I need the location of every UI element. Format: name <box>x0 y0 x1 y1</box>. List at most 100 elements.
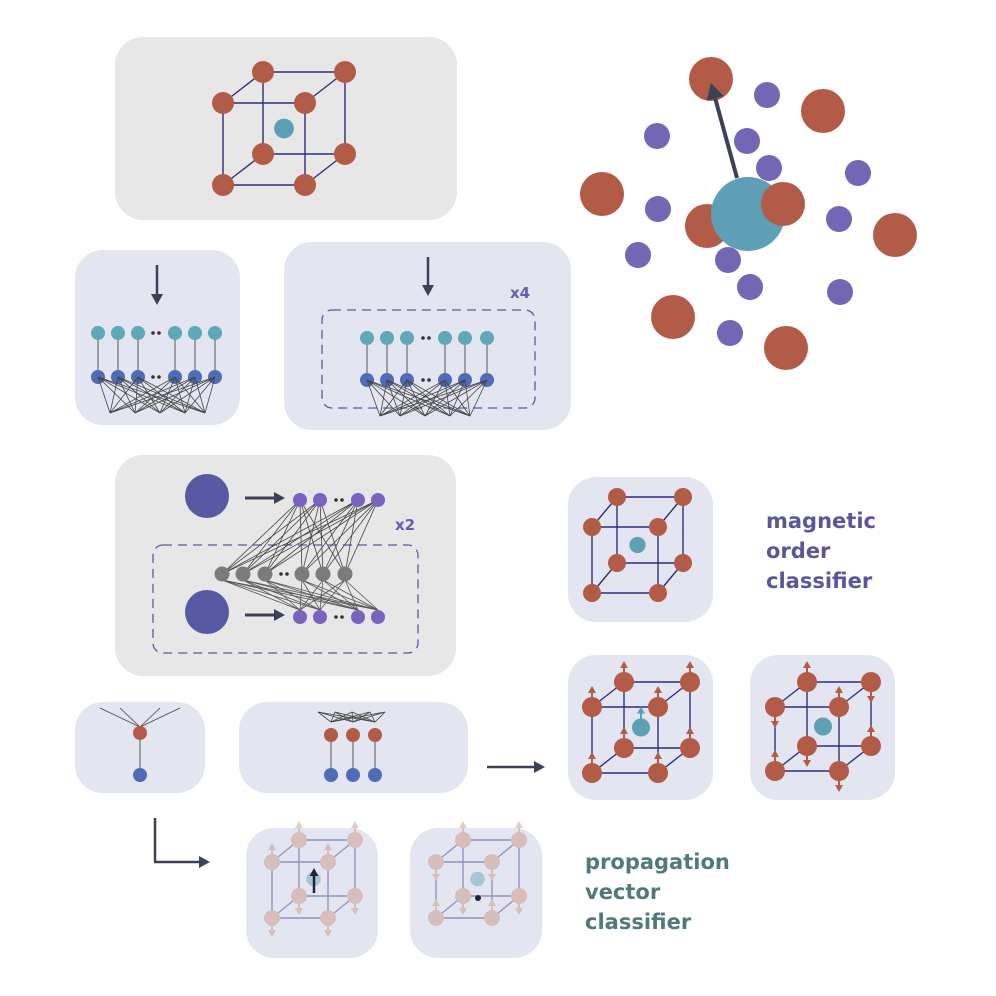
mesh-line <box>242 579 359 611</box>
mesh-line <box>97 376 186 414</box>
mesh-line <box>322 499 379 575</box>
magnetic-atom <box>347 888 363 904</box>
ellipsis-dot <box>279 572 283 576</box>
neighbor-atom <box>754 82 780 108</box>
mesh-line <box>174 376 186 414</box>
ellipsis-dot <box>157 331 161 335</box>
spin-arrow-head <box>459 908 467 915</box>
spin-arrow-head <box>488 899 496 906</box>
magnetic-atom <box>649 584 667 602</box>
mesh-line <box>366 379 381 417</box>
mesh-line <box>264 499 359 575</box>
mesh-line <box>317 711 376 723</box>
ellipsis-dot <box>334 498 338 502</box>
node <box>111 326 125 340</box>
spin-arrow-head <box>351 821 359 828</box>
magnetic-atom <box>334 143 356 165</box>
mesh-line <box>264 499 321 575</box>
magnetic-atom <box>583 518 601 536</box>
node <box>380 331 394 345</box>
node <box>168 326 182 340</box>
readout-fan <box>99 707 181 728</box>
magnetic-node <box>346 728 360 742</box>
magnetic-atom <box>648 763 668 783</box>
ellipsis-dot <box>334 615 338 619</box>
magnetic-atom <box>320 910 336 926</box>
spin-arrow-head <box>459 821 467 828</box>
label-line: magnetic <box>766 509 876 533</box>
magnetic-atom <box>797 736 817 756</box>
node <box>293 493 307 507</box>
spin-arrow-head <box>803 661 811 668</box>
mesh-line <box>317 711 332 723</box>
magnetic-atom <box>455 888 471 904</box>
ellipsis-dot <box>340 615 344 619</box>
mesh-line <box>444 379 451 417</box>
mesh-line <box>119 707 141 728</box>
center-atom <box>814 717 832 736</box>
node <box>131 326 145 340</box>
node <box>293 610 307 624</box>
mesh-line <box>97 376 111 414</box>
magnetic-atom <box>320 854 336 870</box>
spin-arrow-head <box>295 821 303 828</box>
teal-node-row <box>360 331 494 345</box>
mesh-line <box>117 376 136 414</box>
mesh-line <box>386 379 426 417</box>
mesh-line <box>374 711 386 723</box>
right-arrow-icon <box>154 855 210 869</box>
spin-arrow-head <box>867 725 875 732</box>
magnetic-atom <box>873 213 917 257</box>
ferromagnetic-free-cube <box>583 488 692 602</box>
mesh-line <box>134 376 139 414</box>
down-arrow-icon <box>421 257 435 296</box>
node <box>371 493 385 507</box>
mesh-line <box>117 376 161 414</box>
mesh-line <box>322 579 359 611</box>
right-arrow-icon <box>245 491 285 505</box>
magnetic-atom <box>674 554 692 572</box>
arrow-head <box>274 491 285 505</box>
magnetic-node <box>324 728 338 742</box>
node <box>315 566 331 582</box>
blue-node <box>324 768 338 782</box>
spin-arrow-head <box>771 750 779 757</box>
mesh-line <box>139 707 181 728</box>
neighbor-atom <box>645 196 671 222</box>
magnetic-atom <box>801 89 845 133</box>
spin-arrow-head <box>803 760 811 767</box>
atom-embedding-circle <box>185 474 229 518</box>
mesh-line <box>379 379 446 417</box>
magnetic-atom <box>347 832 363 848</box>
repeat-x2-label: x2 <box>395 516 415 534</box>
spin-arrow-head <box>686 661 694 668</box>
mesh-line <box>379 379 466 417</box>
blue-node <box>368 768 382 782</box>
spin-arrow-head <box>268 930 276 937</box>
mesh-line <box>137 376 161 414</box>
magnetic-atom <box>648 697 668 717</box>
spin-arrow-head <box>654 752 662 759</box>
ellipsis-dot <box>421 378 425 382</box>
node <box>400 331 414 345</box>
node <box>458 331 472 345</box>
neighbor-atom <box>826 206 852 232</box>
neighbor-atom <box>737 274 763 300</box>
embedding-mesh <box>97 376 216 414</box>
ellipsis-dot <box>421 336 425 340</box>
node <box>480 331 494 345</box>
mesh-line <box>109 376 139 414</box>
cube-edge <box>491 839 520 863</box>
propagation-vector-arrow-icon <box>309 868 319 893</box>
mesh-line <box>134 376 196 414</box>
mesh-line <box>319 499 346 575</box>
dashed-repeat-box <box>321 309 536 409</box>
antiferromagnetic-cube <box>765 661 881 792</box>
cube-edge <box>271 895 300 919</box>
label-line: vector <box>585 880 661 904</box>
magnetic-order-classifier-label: magnetic order classifier <box>766 506 876 596</box>
mesh-line <box>299 579 303 611</box>
repeat-x4-label: x4 <box>510 284 530 302</box>
down-arrow-icon <box>150 265 164 305</box>
